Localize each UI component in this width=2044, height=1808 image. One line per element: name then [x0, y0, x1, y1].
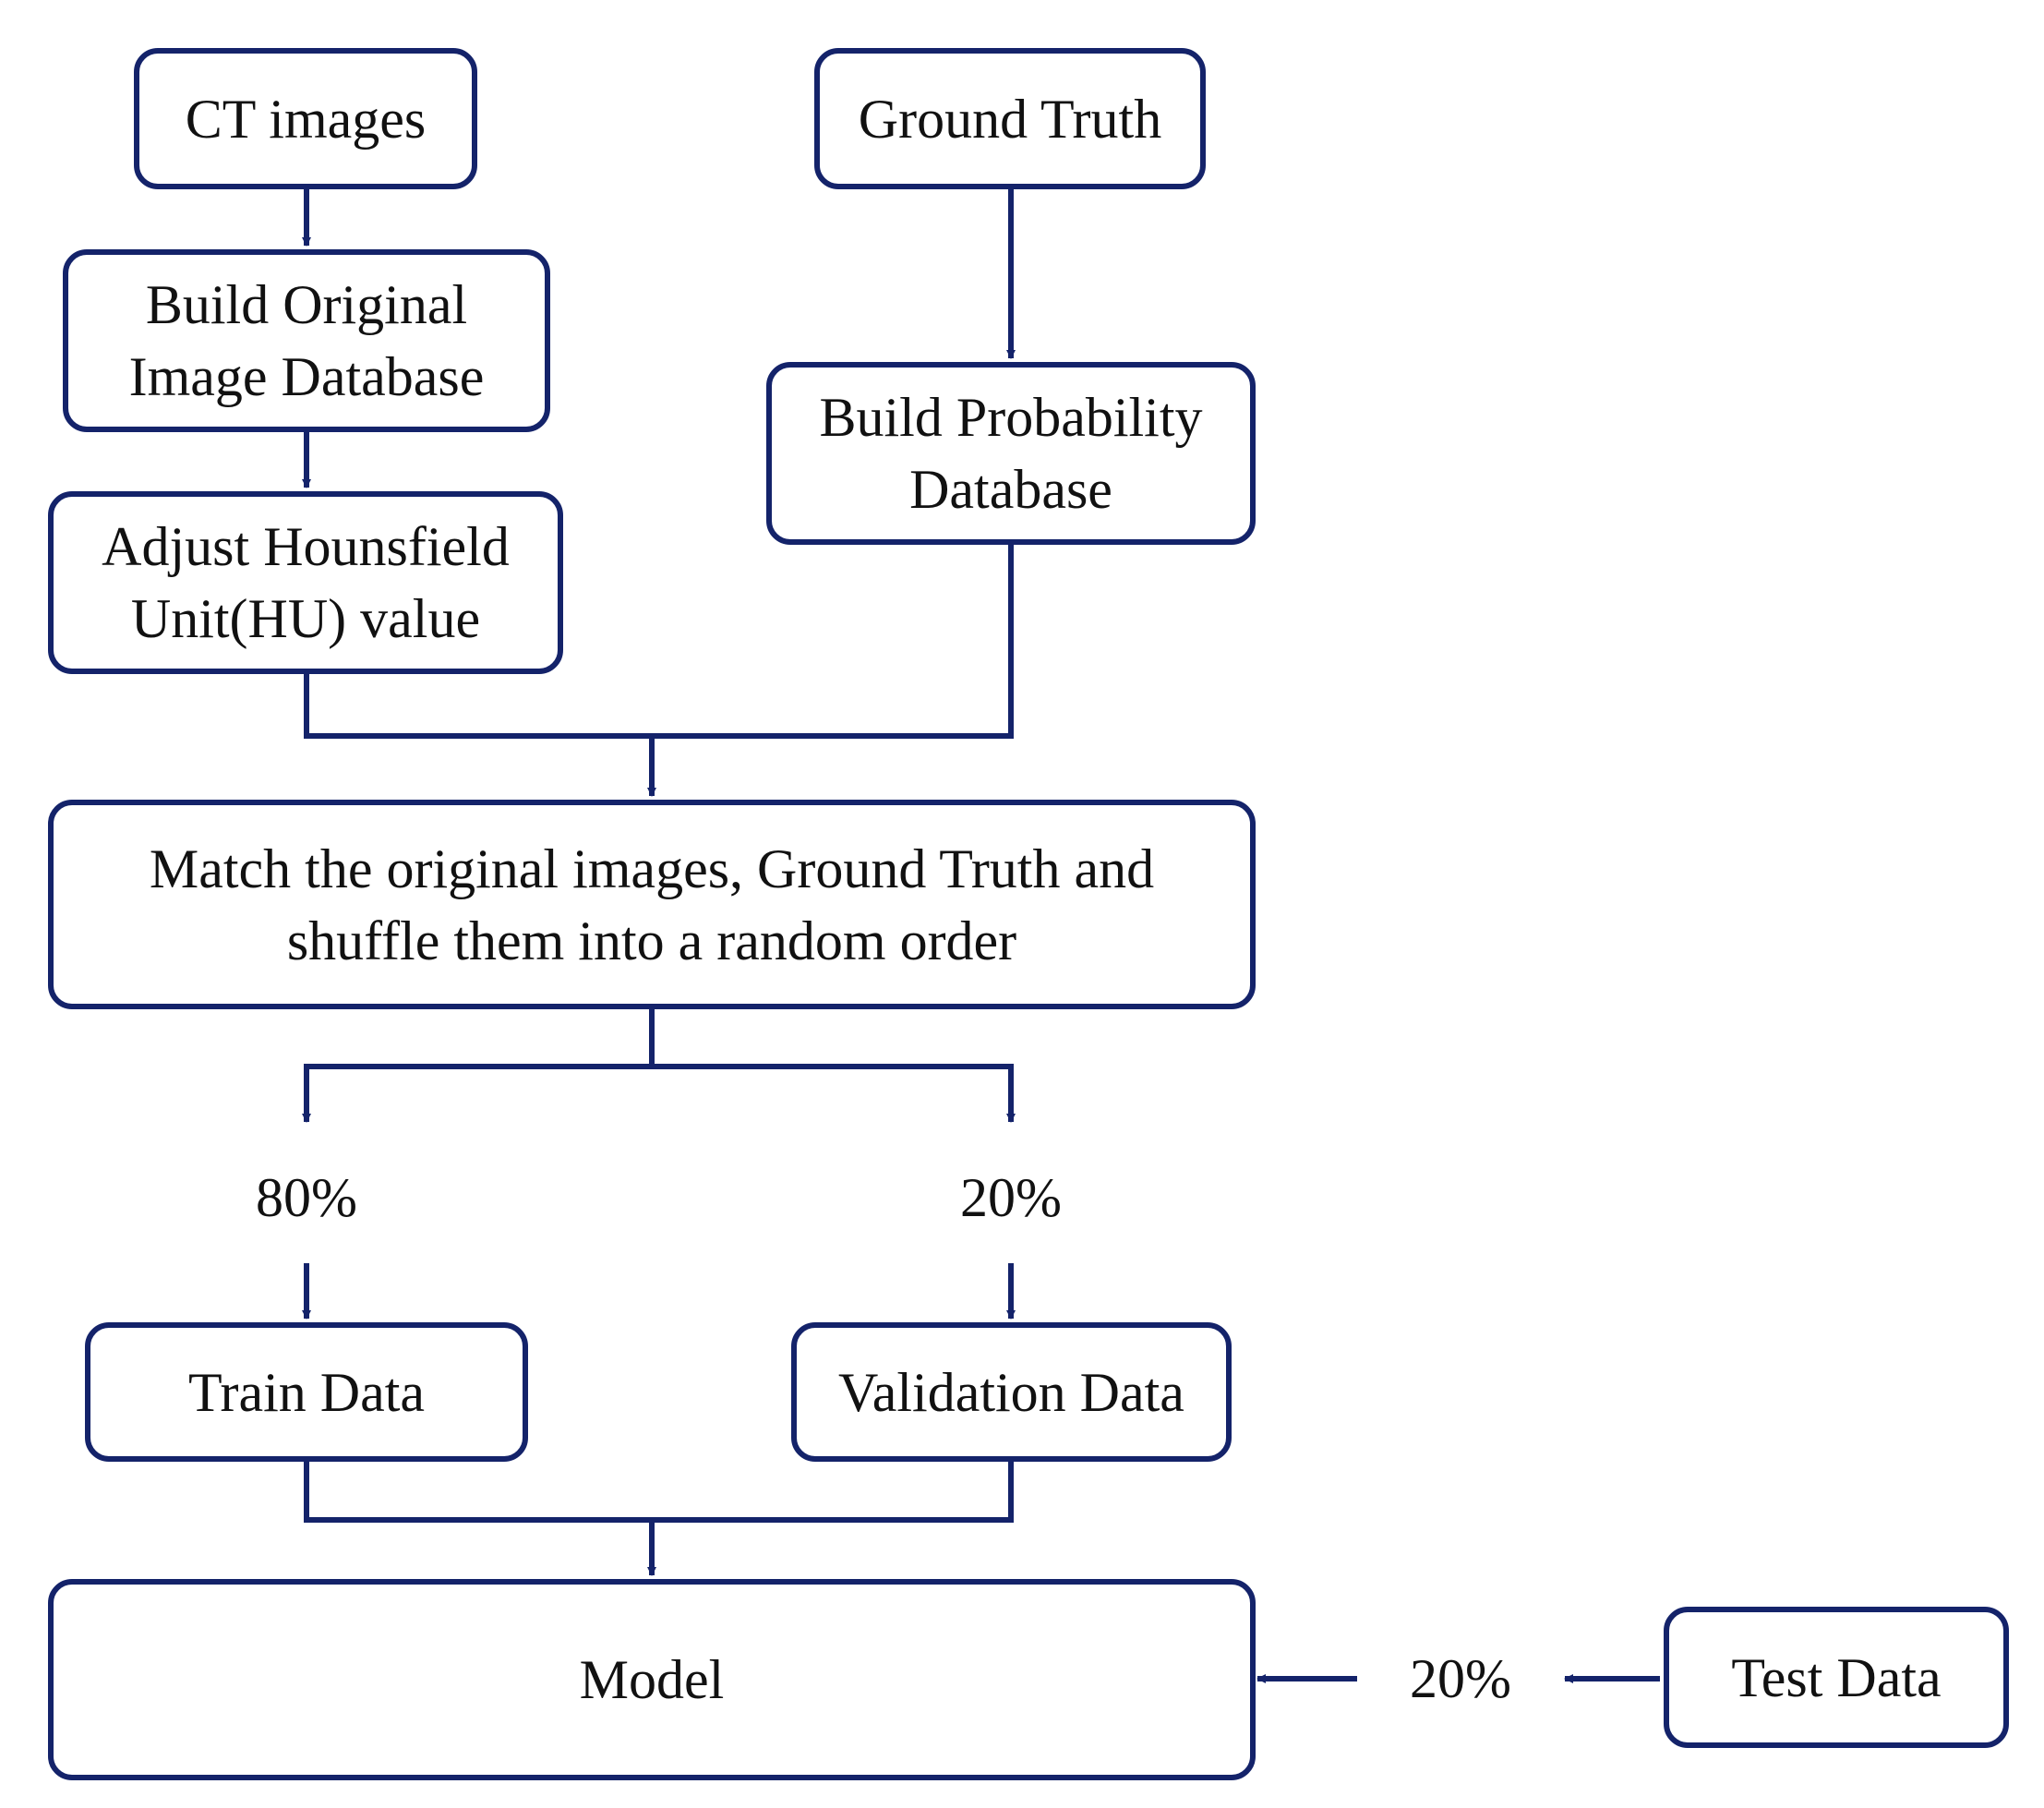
arrow-split-to-train-label [302, 1064, 652, 1123]
match-and-shuffle-node: Match the original images, Ground Truth … [48, 800, 1256, 1009]
train-split-label: 80% [256, 1167, 357, 1228]
build-original-image-database-node: Build Original Image Database [63, 249, 550, 432]
build-probability-database-node: Build Probability Database [766, 362, 1256, 545]
train-data-node: Train Data [85, 1322, 528, 1462]
connector-adjust-hu-merge [304, 545, 1014, 739]
test-split-label: 20% [1410, 1648, 1511, 1709]
ct-images-node: CT images [134, 48, 477, 189]
adjust-hounsfield-unit-node: Adjust Hounsfield Unit(HU) value [48, 491, 563, 674]
validation-split-label: 20% [960, 1167, 1062, 1228]
validation-data-node: Validation Data [791, 1322, 1232, 1462]
connector-train-validation-merge [304, 1462, 1014, 1523]
ground-truth-node: Ground Truth [814, 48, 1206, 189]
model-node: Model [48, 1579, 1256, 1780]
arrow-split-to-validation-label [652, 1064, 1016, 1123]
test-data-node: Test Data [1664, 1607, 2009, 1748]
